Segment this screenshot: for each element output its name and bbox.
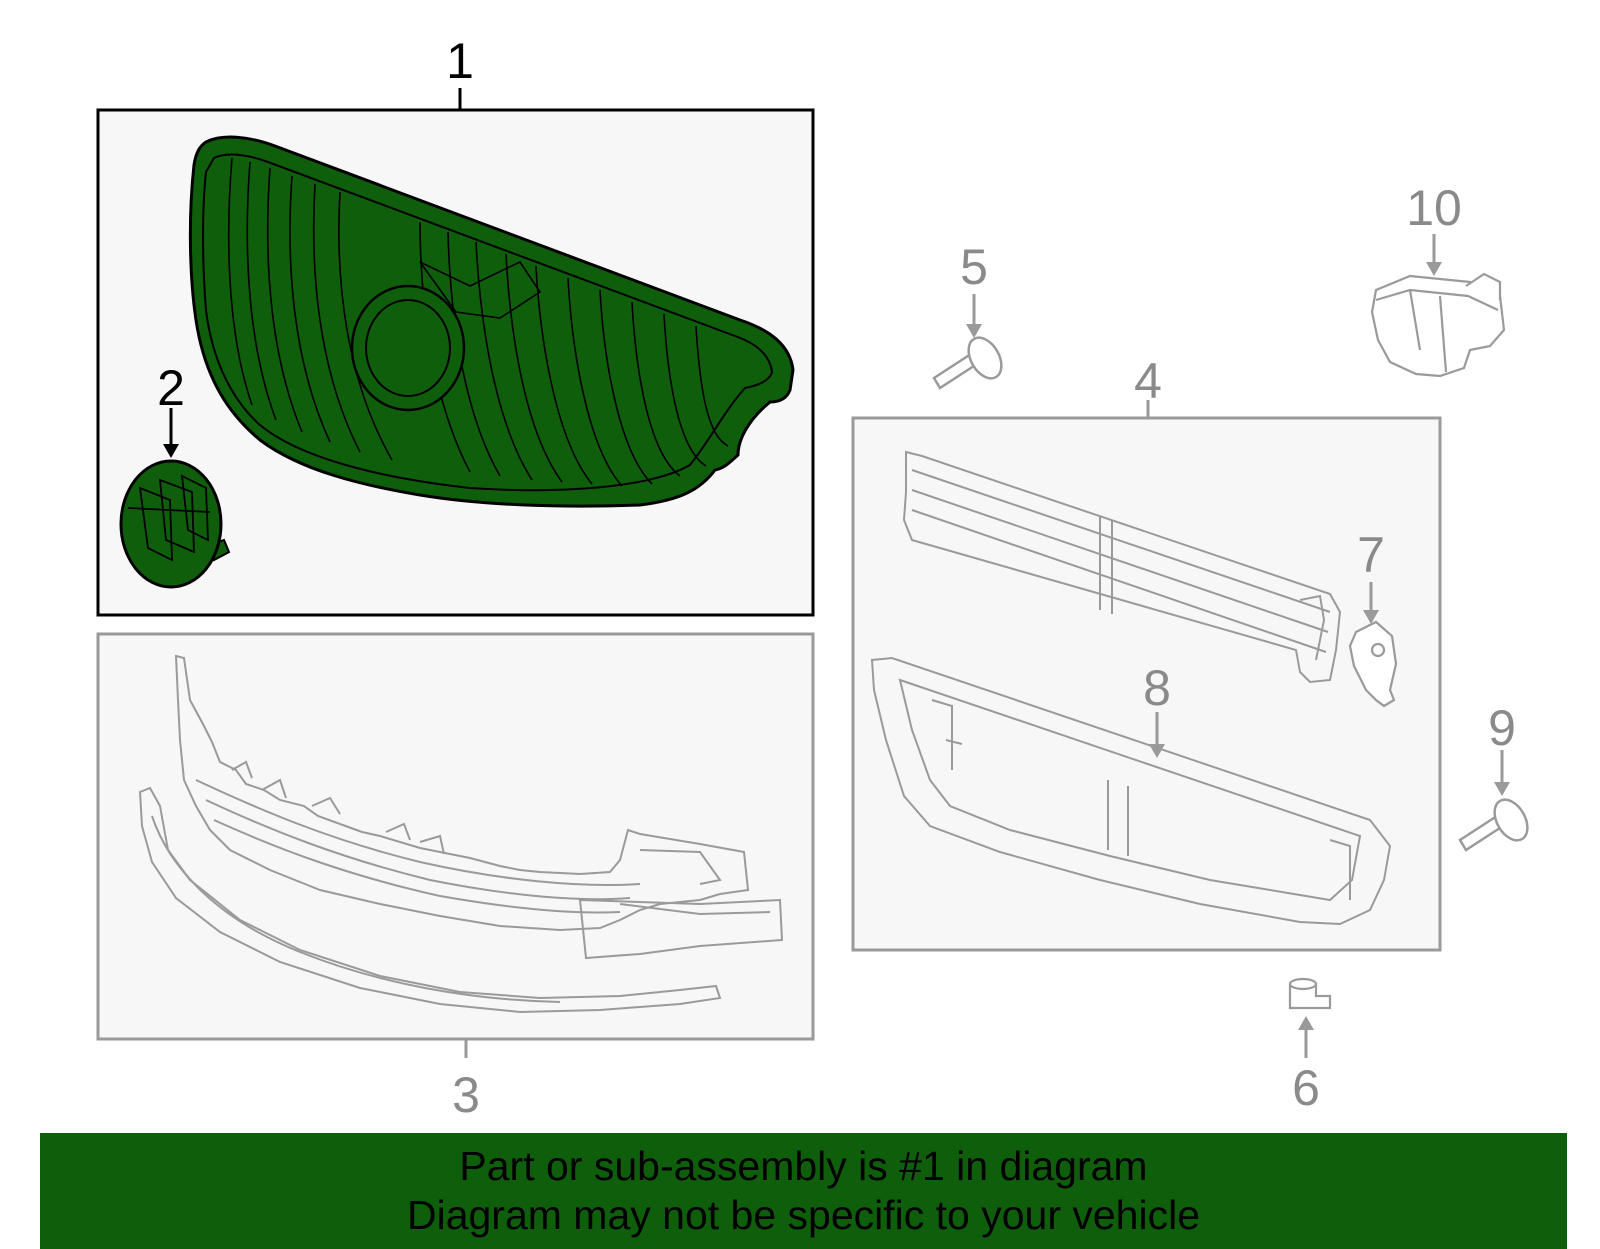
- callout-10-arrowhead: [1426, 262, 1442, 276]
- grille-vertical-bars: [227, 157, 729, 487]
- callout-9-arrowhead: [1494, 782, 1510, 796]
- grille-emblem-bracket: [419, 260, 542, 319]
- clip-7-part[interactable]: [1348, 582, 1398, 708]
- grille-emblem-mount: [350, 284, 466, 412]
- callout-2[interactable]: 2: [157, 360, 185, 416]
- grille-part[interactable]: [188, 135, 795, 508]
- callout-7[interactable]: 7: [1357, 527, 1385, 583]
- clip-7-icon: [1348, 620, 1398, 708]
- grille-inner-outline: [202, 153, 774, 492]
- pin-6-part[interactable]: [1288, 977, 1332, 1058]
- callout-7-arrowhead: [1363, 610, 1379, 624]
- shutter-frame-part: [902, 450, 1342, 684]
- callout-6-arrowhead: [1298, 1016, 1314, 1030]
- lower-grille-group[interactable]: [96, 632, 815, 1058]
- deflector-part: [870, 656, 1392, 926]
- shutter-assembly-group[interactable]: [851, 400, 1442, 952]
- bolt-9-icon: [1458, 798, 1529, 852]
- grille-body: [188, 135, 795, 508]
- shutter-assembly-box: [851, 416, 1442, 952]
- callout-5-arrowhead: [966, 324, 982, 338]
- bolt-5-part[interactable]: [932, 294, 1008, 390]
- lower-grille-box: [96, 632, 815, 1041]
- actuator-10-part[interactable]: [1370, 234, 1506, 378]
- banner-line-1: Part or sub-assembly is #1 in diagram: [459, 1143, 1148, 1189]
- pin-6-icon: [1288, 977, 1332, 1010]
- grille-emblem-mount-inner: [365, 299, 451, 397]
- info-banner: Part or sub-assembly is #1 in diagram Di…: [40, 1133, 1567, 1249]
- actuator-10-icon: [1370, 272, 1506, 378]
- callout-5[interactable]: 5: [960, 239, 988, 295]
- callout-3[interactable]: 3: [452, 1067, 480, 1123]
- callout-8-pointer: [1149, 712, 1165, 758]
- bolt-9-part[interactable]: [1458, 750, 1534, 852]
- emblem-part[interactable]: [119, 408, 231, 589]
- callout-2-arrowhead: [163, 444, 179, 458]
- lower-grille-part: [138, 654, 784, 1014]
- callout-4[interactable]: 4: [1134, 353, 1162, 409]
- grille-assembly-group[interactable]: [96, 88, 815, 617]
- banner-line-2: Diagram may not be specific to your vehi…: [406, 1192, 1200, 1238]
- callout-1[interactable]: 1: [446, 33, 474, 89]
- emblem-tri-shield: [127, 474, 211, 562]
- callout-6[interactable]: 6: [1292, 1060, 1320, 1116]
- callout-8[interactable]: 8: [1143, 660, 1171, 716]
- callout-10[interactable]: 10: [1406, 180, 1462, 236]
- parts-diagram: 1 2 3 4 5 6 7 8 9 10: [96, 33, 1534, 1123]
- bolt-5-icon: [932, 336, 1003, 390]
- callout-9[interactable]: 9: [1488, 700, 1516, 756]
